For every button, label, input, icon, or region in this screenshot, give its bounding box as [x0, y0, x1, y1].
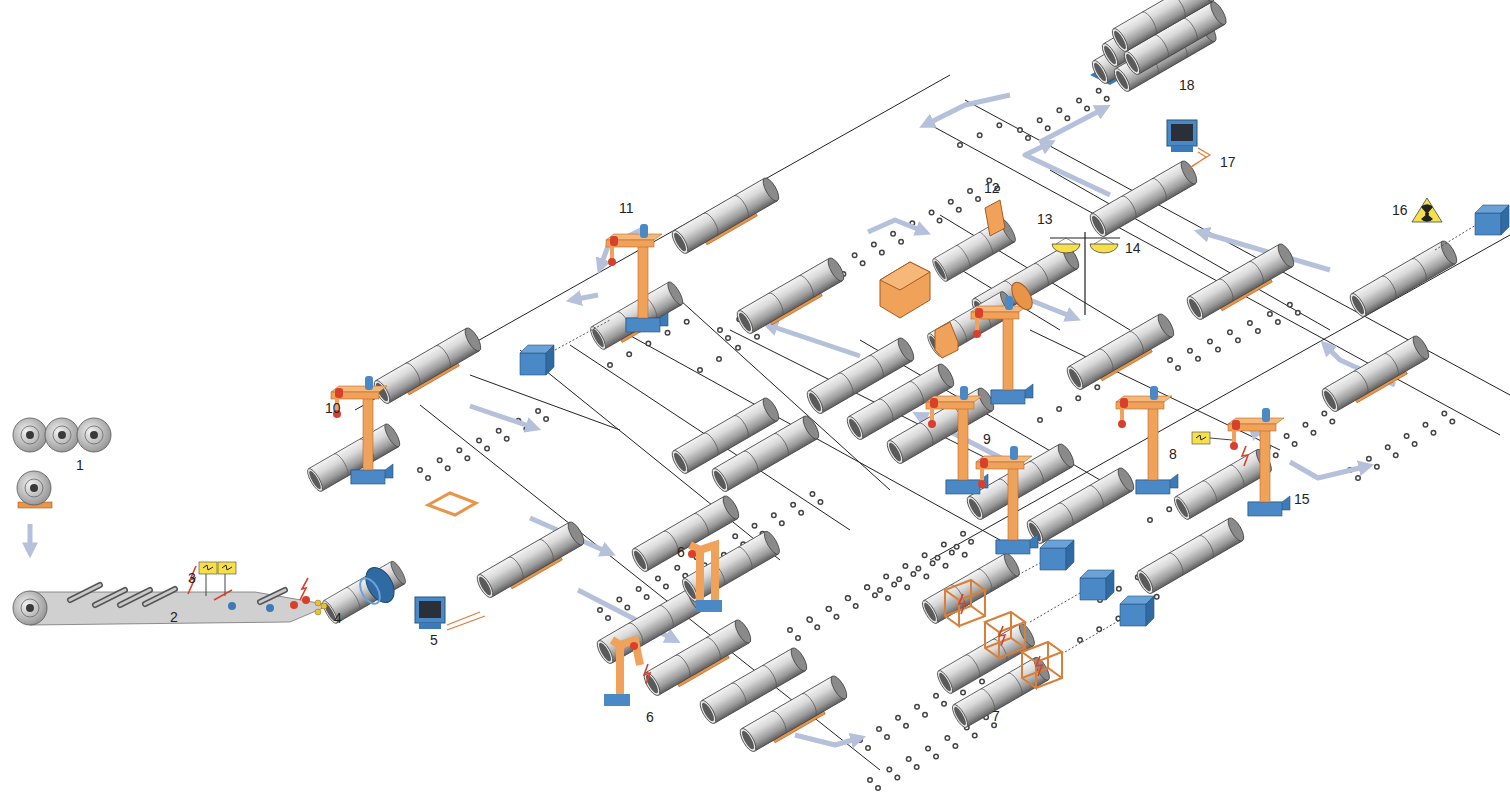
callout-number: 6 [646, 710, 654, 724]
finished-pipe-stack [1089, 0, 1229, 94]
callout-number: 4 [334, 611, 342, 625]
callout-number: 12 [984, 181, 1000, 195]
pipes [305, 159, 1460, 757]
callout-number: 18 [1179, 78, 1195, 92]
callout-number: 7 [992, 709, 1000, 723]
callout-number: 11 [619, 201, 634, 215]
callout-number: 1 [76, 458, 84, 472]
machines [331, 120, 1509, 706]
steel-coils [13, 418, 408, 625]
callout-number: 17 [1220, 155, 1236, 169]
callout-number: 16 [1392, 203, 1408, 217]
callout-number: 2 [170, 610, 178, 624]
roller-rows [420, 85, 1458, 788]
callout-number: 9 [983, 432, 991, 446]
flow-arrows [30, 95, 1395, 745]
callout-number: 6 [677, 545, 685, 559]
conveyor-lines [355, 75, 1510, 770]
callout-number: 8 [1169, 447, 1177, 461]
callout-number: 10 [325, 401, 341, 415]
callout-number: 5 [430, 633, 438, 647]
callout-number: 15 [1294, 492, 1310, 506]
callout-number: 3 [188, 571, 196, 585]
callout-number: 14 [1125, 241, 1141, 255]
callout-number: 13 [1037, 212, 1053, 226]
